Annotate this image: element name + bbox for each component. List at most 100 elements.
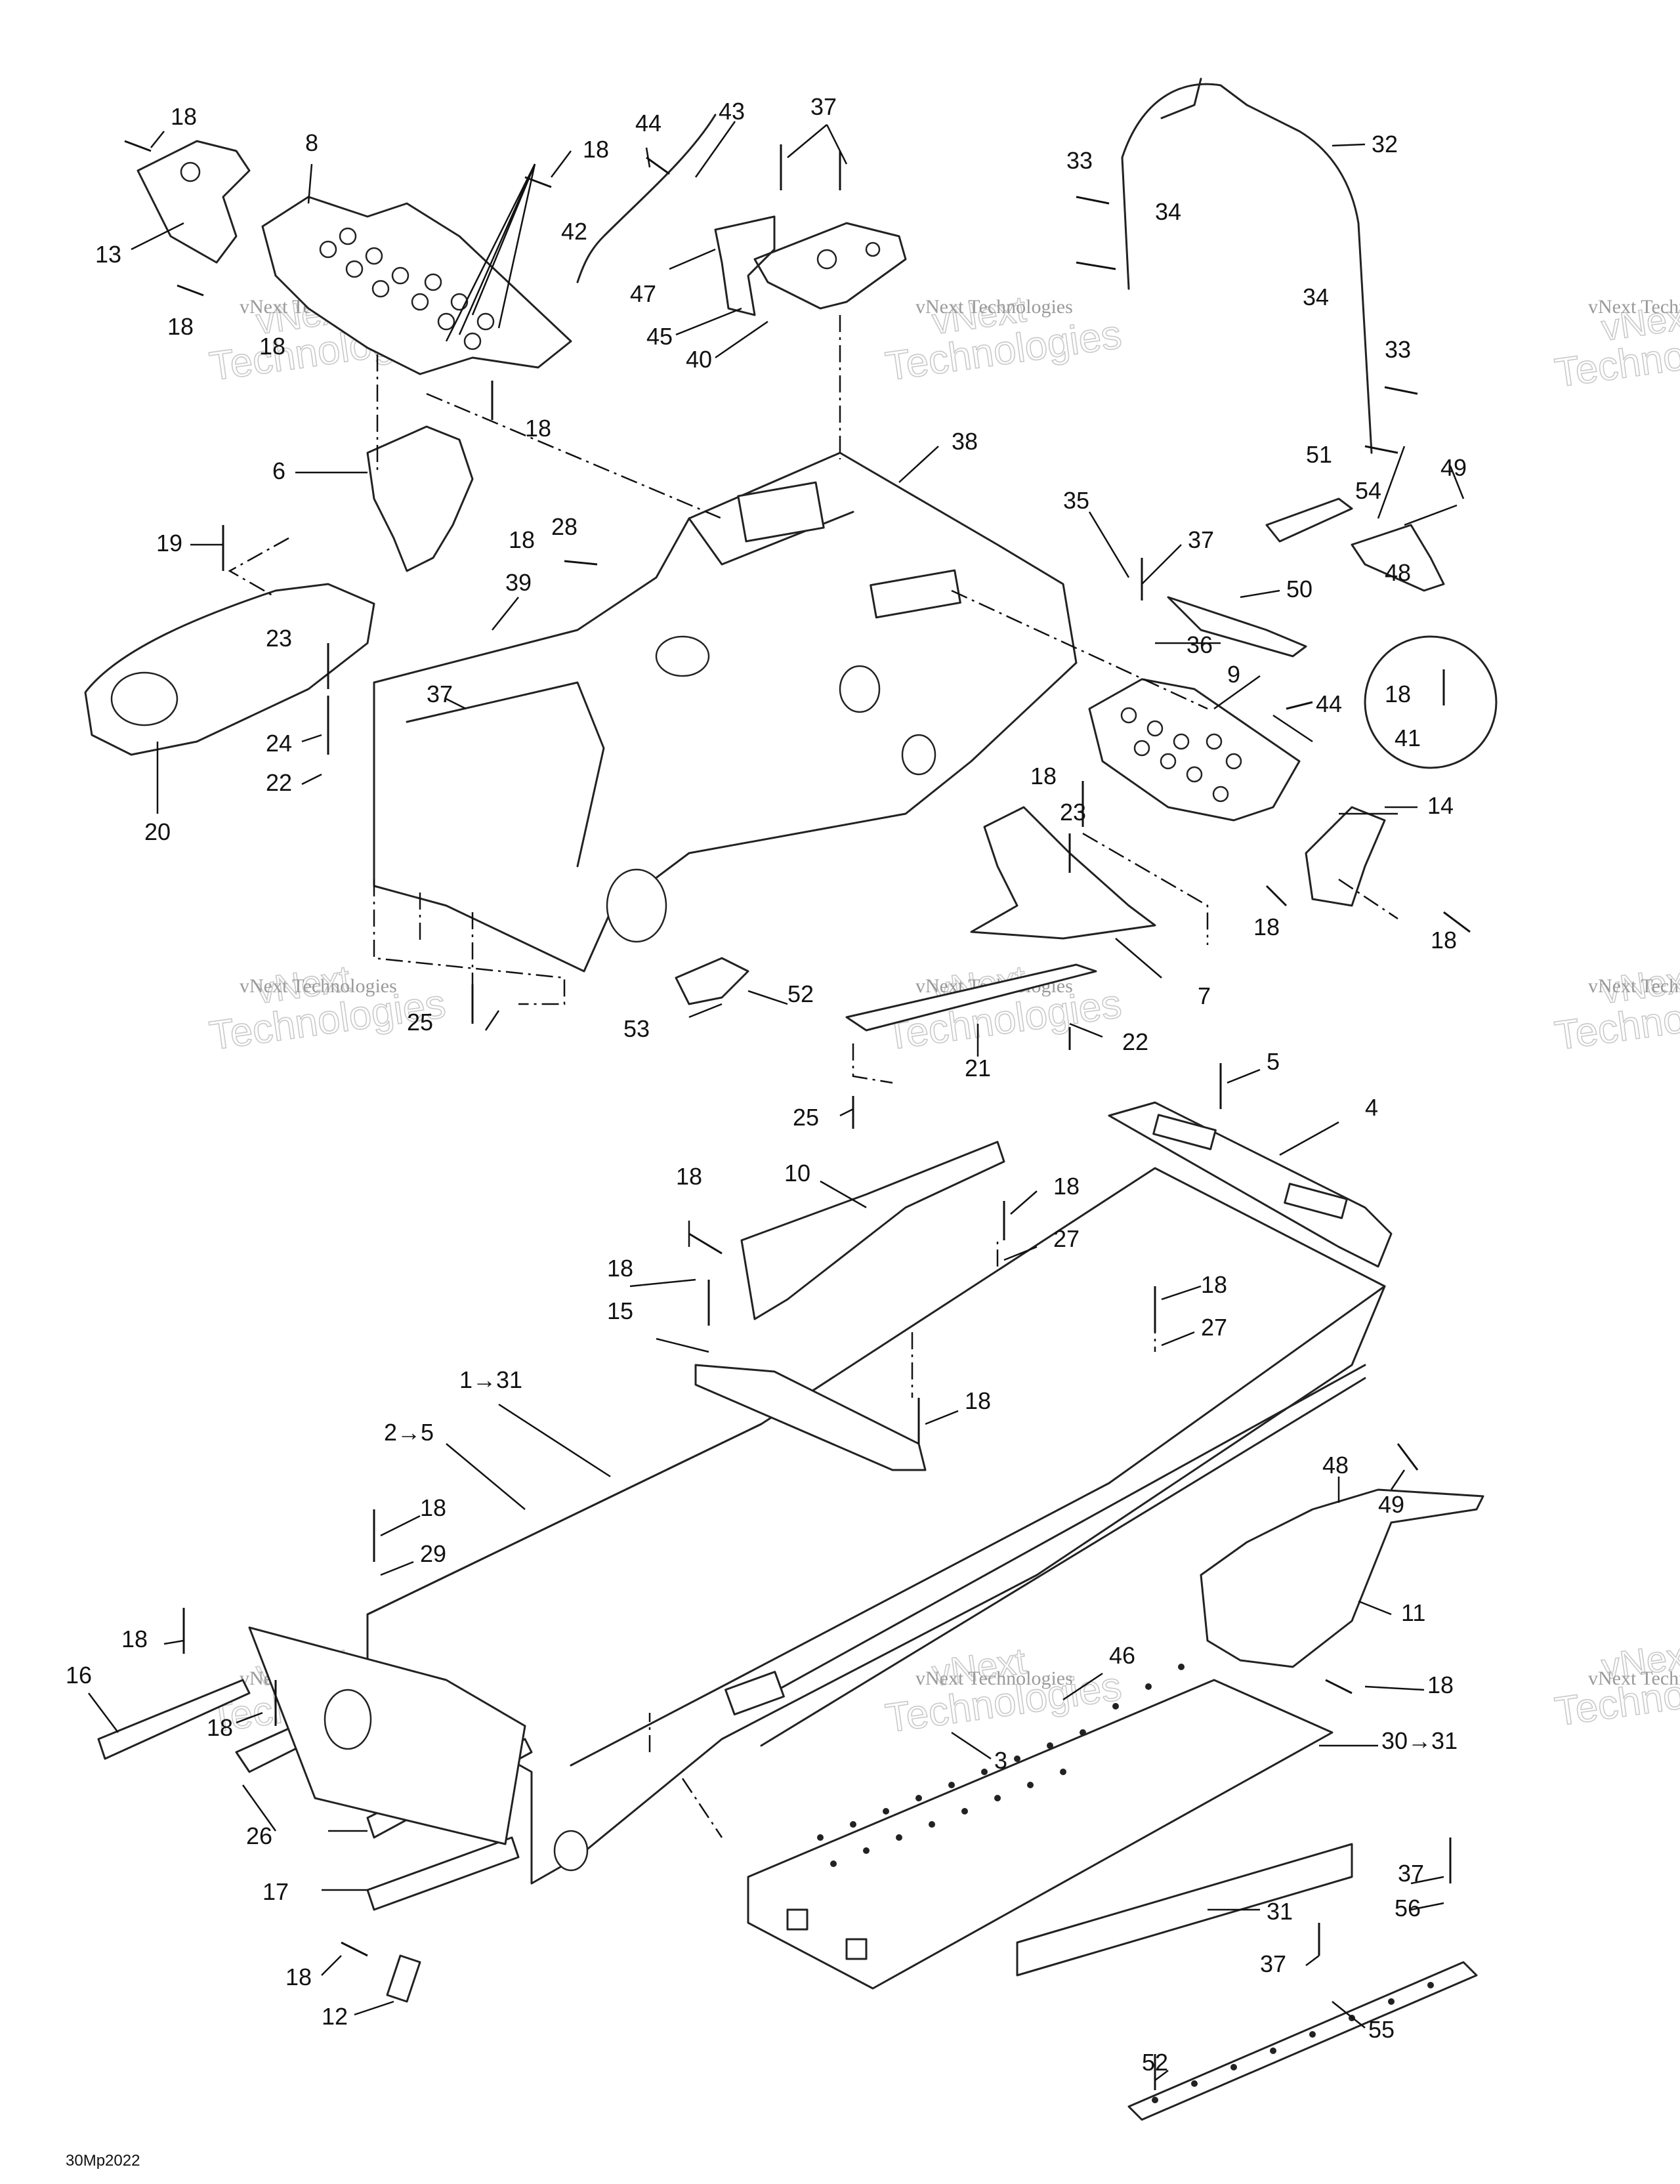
part-20-pan bbox=[84, 583, 375, 756]
callout: 19 bbox=[156, 530, 182, 556]
callout: 25 bbox=[407, 1009, 433, 1036]
callout: 14 bbox=[1427, 792, 1454, 819]
callout: 36 bbox=[1186, 631, 1213, 658]
part-13-bracket bbox=[136, 140, 251, 264]
part-48-bracket-upper bbox=[1351, 524, 1445, 592]
callout: 6 bbox=[272, 457, 285, 484]
callout: 27 bbox=[1201, 1314, 1227, 1341]
callout: 48 bbox=[1385, 559, 1411, 586]
callout: 18 bbox=[1253, 914, 1280, 940]
callout: 41 bbox=[1395, 724, 1421, 751]
callout: 4 bbox=[1365, 1094, 1378, 1121]
callout: 18 bbox=[1030, 763, 1057, 789]
part-31-rail bbox=[1016, 1843, 1353, 1977]
callout: 15 bbox=[607, 1297, 633, 1324]
detail-circle-41 bbox=[1364, 635, 1498, 769]
part-21-rail bbox=[845, 963, 1097, 1032]
watermark-caption-9: vNext Technologies bbox=[1588, 1668, 1680, 1689]
callout: 1→31 bbox=[459, 1366, 522, 1393]
watermark-caption-4: vNext Technologies bbox=[240, 975, 397, 997]
parts-artwork bbox=[84, 77, 1498, 2121]
callout: 55 bbox=[1368, 2016, 1395, 2043]
callout: 38 bbox=[952, 428, 978, 455]
callout: 16 bbox=[66, 1662, 92, 1689]
callout: 33 bbox=[1066, 147, 1093, 174]
callout: 37 bbox=[1188, 526, 1214, 553]
callout: 21 bbox=[965, 1055, 991, 1082]
callout: 18 bbox=[509, 526, 535, 553]
callout: 18 bbox=[1431, 927, 1457, 954]
part-10-bracket bbox=[740, 1141, 1005, 1320]
callout: 30→31 bbox=[1381, 1727, 1458, 1754]
callout: 18 bbox=[171, 103, 197, 130]
part-11-bracket bbox=[1200, 1488, 1484, 1668]
callout: 18 bbox=[420, 1494, 446, 1521]
callout: 17 bbox=[262, 1878, 289, 1905]
callout: 18 bbox=[583, 136, 609, 163]
assembly-lines bbox=[228, 315, 1398, 1838]
part-45-bracket bbox=[714, 215, 776, 316]
part-55-strip bbox=[1127, 1961, 1478, 2121]
part-16-angle bbox=[97, 1679, 251, 1760]
watermark-caption-3: vNext Technologies bbox=[1588, 296, 1680, 318]
watermark-4: vNext Technologies bbox=[206, 957, 449, 1060]
callout: 37 bbox=[427, 681, 453, 707]
callout: 32 bbox=[1372, 131, 1398, 158]
part-4-plate bbox=[1108, 1101, 1393, 1268]
callout: 18 bbox=[167, 313, 194, 340]
callout: 49 bbox=[1378, 1491, 1404, 1518]
callout: 44 bbox=[635, 110, 662, 136]
callout: 18 bbox=[259, 333, 285, 360]
callout: 34 bbox=[1303, 284, 1329, 310]
figure-code: 30Mp2022 bbox=[66, 2152, 140, 2170]
callout: 18 bbox=[525, 415, 551, 442]
callout: 56 bbox=[1395, 1895, 1421, 1922]
callout: 25 bbox=[793, 1104, 819, 1131]
watermark-caption-6: vNext Technologies bbox=[1588, 975, 1680, 997]
callout: 13 bbox=[95, 241, 121, 268]
callout: 46 bbox=[1109, 1642, 1135, 1669]
callout: 49 bbox=[1440, 454, 1467, 481]
callout: 23 bbox=[1060, 799, 1086, 826]
callout: 52 bbox=[788, 980, 814, 1007]
rear-side-plate bbox=[248, 1626, 526, 1845]
callout: 48 bbox=[1322, 1452, 1349, 1479]
callout: 8 bbox=[305, 129, 318, 156]
callout: 53 bbox=[623, 1015, 650, 1042]
callout: 7 bbox=[1198, 982, 1211, 1009]
main-frame-upper bbox=[373, 452, 1078, 973]
watermark-caption-8: vNext Technologies bbox=[915, 1668, 1073, 1689]
callout: 54 bbox=[1355, 477, 1381, 504]
watermark-2: vNext Technologies bbox=[882, 287, 1125, 390]
callout: 18 bbox=[285, 1964, 312, 1990]
callout: 18 bbox=[1201, 1271, 1227, 1298]
watermark-caption-2: vNext Technologies bbox=[915, 296, 1073, 318]
callout: 18 bbox=[676, 1163, 702, 1190]
part-53-bracket bbox=[675, 957, 749, 1005]
callout: 35 bbox=[1063, 487, 1089, 514]
part-6-bracket bbox=[366, 425, 474, 572]
callout: 9 bbox=[1227, 661, 1240, 688]
callout: 52 bbox=[1142, 2049, 1168, 2076]
callout: 18 bbox=[607, 1255, 633, 1282]
part-9-footrest bbox=[1088, 678, 1301, 822]
callout: 37 bbox=[810, 93, 837, 120]
callout: 18 bbox=[121, 1626, 148, 1652]
callout: 29 bbox=[420, 1540, 446, 1567]
callout-labels: 18 44 43 37 32 8 18 33 34 13 42 47 18 18… bbox=[66, 93, 1467, 2076]
part-51-plate bbox=[1265, 497, 1353, 543]
callout: 23 bbox=[266, 625, 292, 652]
callout: 43 bbox=[719, 98, 745, 125]
callout: 34 bbox=[1155, 198, 1181, 225]
callout: 50 bbox=[1286, 576, 1312, 602]
callout: 22 bbox=[266, 769, 292, 796]
callout: 28 bbox=[551, 513, 578, 540]
callout: 40 bbox=[686, 346, 712, 373]
callout: 20 bbox=[144, 818, 171, 845]
callout: 11 bbox=[1401, 1599, 1425, 1626]
callout: 31 bbox=[1267, 1898, 1293, 1925]
callout: 12 bbox=[322, 2003, 348, 2030]
part-17-angle bbox=[366, 1836, 520, 1911]
part-15-rail bbox=[694, 1364, 927, 1471]
part-43-hose bbox=[576, 114, 717, 284]
